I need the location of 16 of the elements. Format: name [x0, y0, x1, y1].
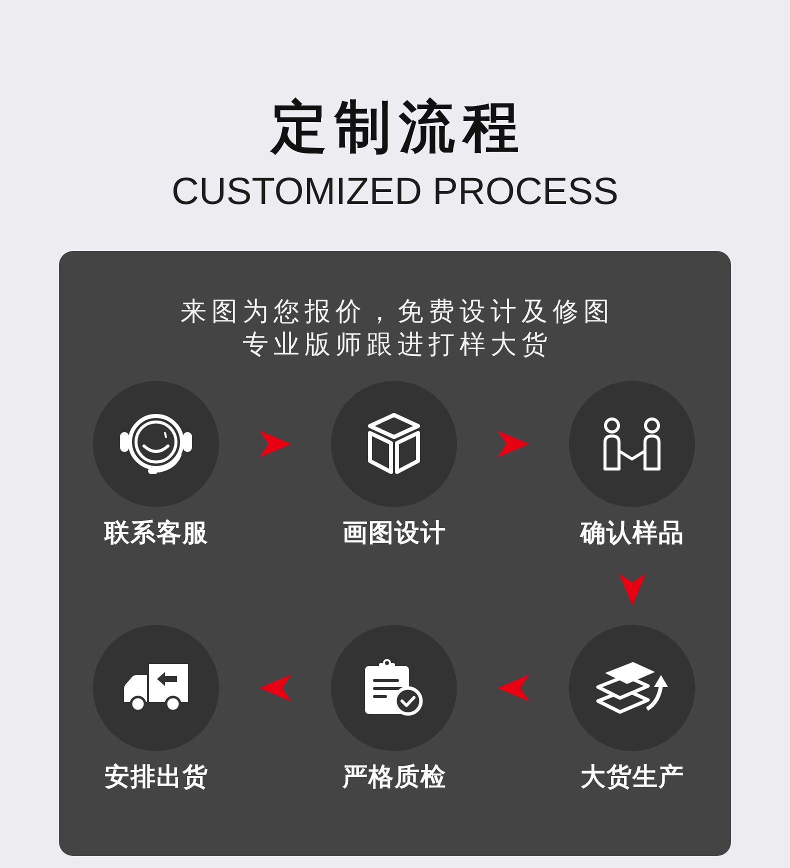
page-title: 定制流程: [269, 94, 527, 162]
step-label: 确认样品: [580, 518, 684, 548]
flow-arrow: [259, 430, 291, 458]
process-panel: [59, 251, 731, 856]
intro-text: 专业版师跟进打样大货: [242, 329, 552, 362]
step-label: 严格质检: [342, 762, 446, 792]
page-subtitle: CUSTOMIZED PROCESS: [172, 170, 618, 214]
flow-arrow: [618, 574, 646, 606]
flow-arrow: [497, 674, 529, 702]
flow-arrow: [259, 674, 291, 702]
step-label: 画图设计: [342, 518, 446, 548]
intro-text: 来图为您报价，免费设计及修图: [180, 296, 614, 329]
flow-arrow: [497, 430, 529, 458]
step-label: 联系客服: [104, 518, 208, 548]
step-label: 大货生产: [580, 762, 684, 792]
step-label: 安排出货: [104, 762, 208, 792]
